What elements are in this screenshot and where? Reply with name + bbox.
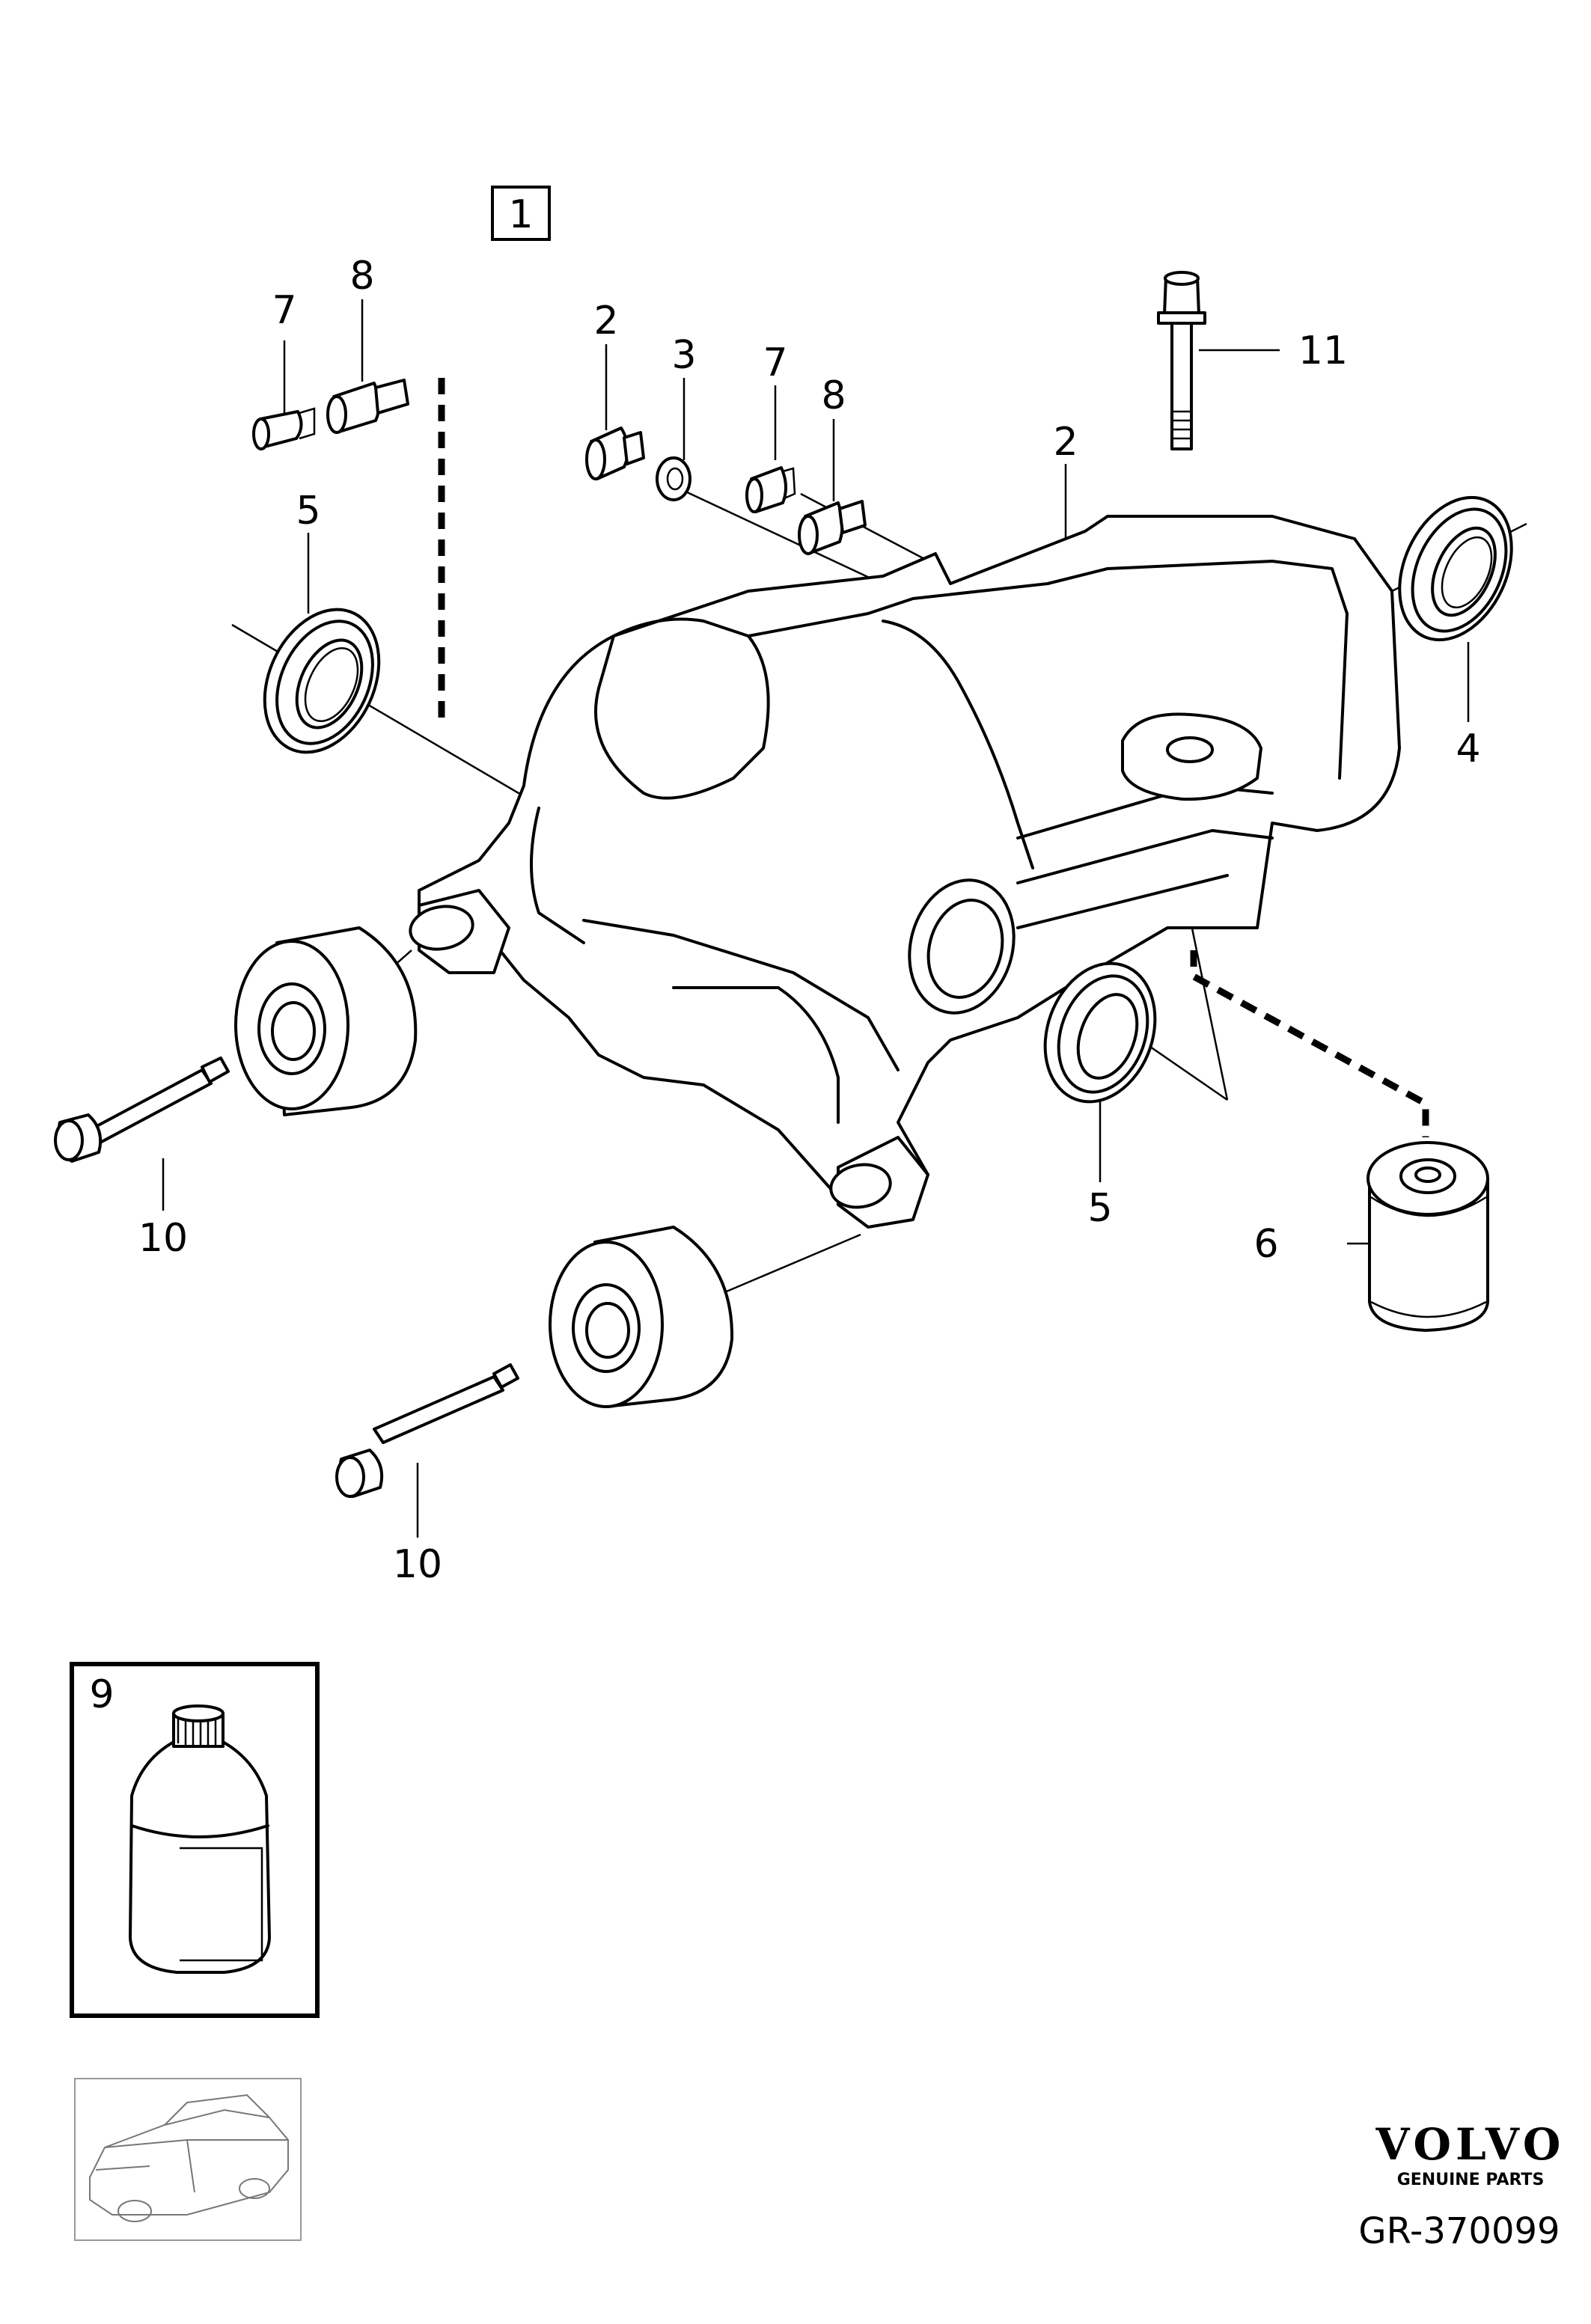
callout-10-upper: 10 [138,1216,188,1261]
vehicle-thumbnail [74,2078,302,2241]
breather-cap-center[interactable] [745,466,796,513]
oil-seal-lower[interactable] [1027,948,1174,1117]
mount-bushing-lower[interactable] [549,1226,734,1408]
brand-subtitle: GENUINE PARTS [1397,2171,1545,2189]
callout-5-lower: 5 [1087,1186,1112,1231]
brand-name: VOLVO [1375,2119,1566,2170]
diagram-code: GR-370099 [1358,2210,1560,2252]
mounting-bolt-10-lower[interactable] [335,1363,519,1498]
assembly-number-box[interactable]: 1 [491,186,551,241]
callout-3-washer: 3 [671,333,696,378]
sealing-washer[interactable] [656,456,691,501]
callout-10-lower: 10 [393,1542,442,1587]
callout-7-left: 7 [272,288,296,333]
mounting-bolt-11[interactable] [1157,271,1206,450]
mount-bushing-upper[interactable] [234,926,418,1116]
oil-seal-right[interactable] [1378,480,1533,658]
callout-8-center: 8 [821,373,846,418]
breather-fitting-center[interactable] [798,500,867,555]
volvo-logo: VOLVO GENUINE PARTS [1375,2119,1566,2189]
callout-4-seal: 4 [1456,727,1480,771]
callout-8-left: 8 [349,254,374,299]
differential-housing[interactable] [407,515,1401,1229]
oil-seal-upper-left[interactable] [242,591,400,771]
fluid-bottle-icon [129,1704,271,1974]
assembly-number: 1 [508,192,533,237]
callout-9-fluid: 9 [89,1672,114,1717]
callout-11-bolt: 11 [1298,328,1348,373]
callout-2-plug: 2 [593,299,618,343]
rubber-bushing-6[interactable] [1366,1141,1489,1332]
car-icon [89,2094,289,2222]
transmission-fluid-box[interactable]: 9 [70,1662,320,2018]
drain-plug[interactable] [585,426,645,480]
breather-cap-left[interactable] [252,407,316,450]
callout-2-housing: 2 [1053,420,1078,465]
callout-5-upper-left: 5 [296,489,320,533]
dashed-link-lower [1190,950,1429,1137]
mounting-bolt-10-upper[interactable] [54,1056,230,1163]
callout-6-bushing: 6 [1253,1222,1278,1267]
callout-7-center: 7 [763,340,787,385]
breather-fitting-left[interactable] [326,379,409,434]
